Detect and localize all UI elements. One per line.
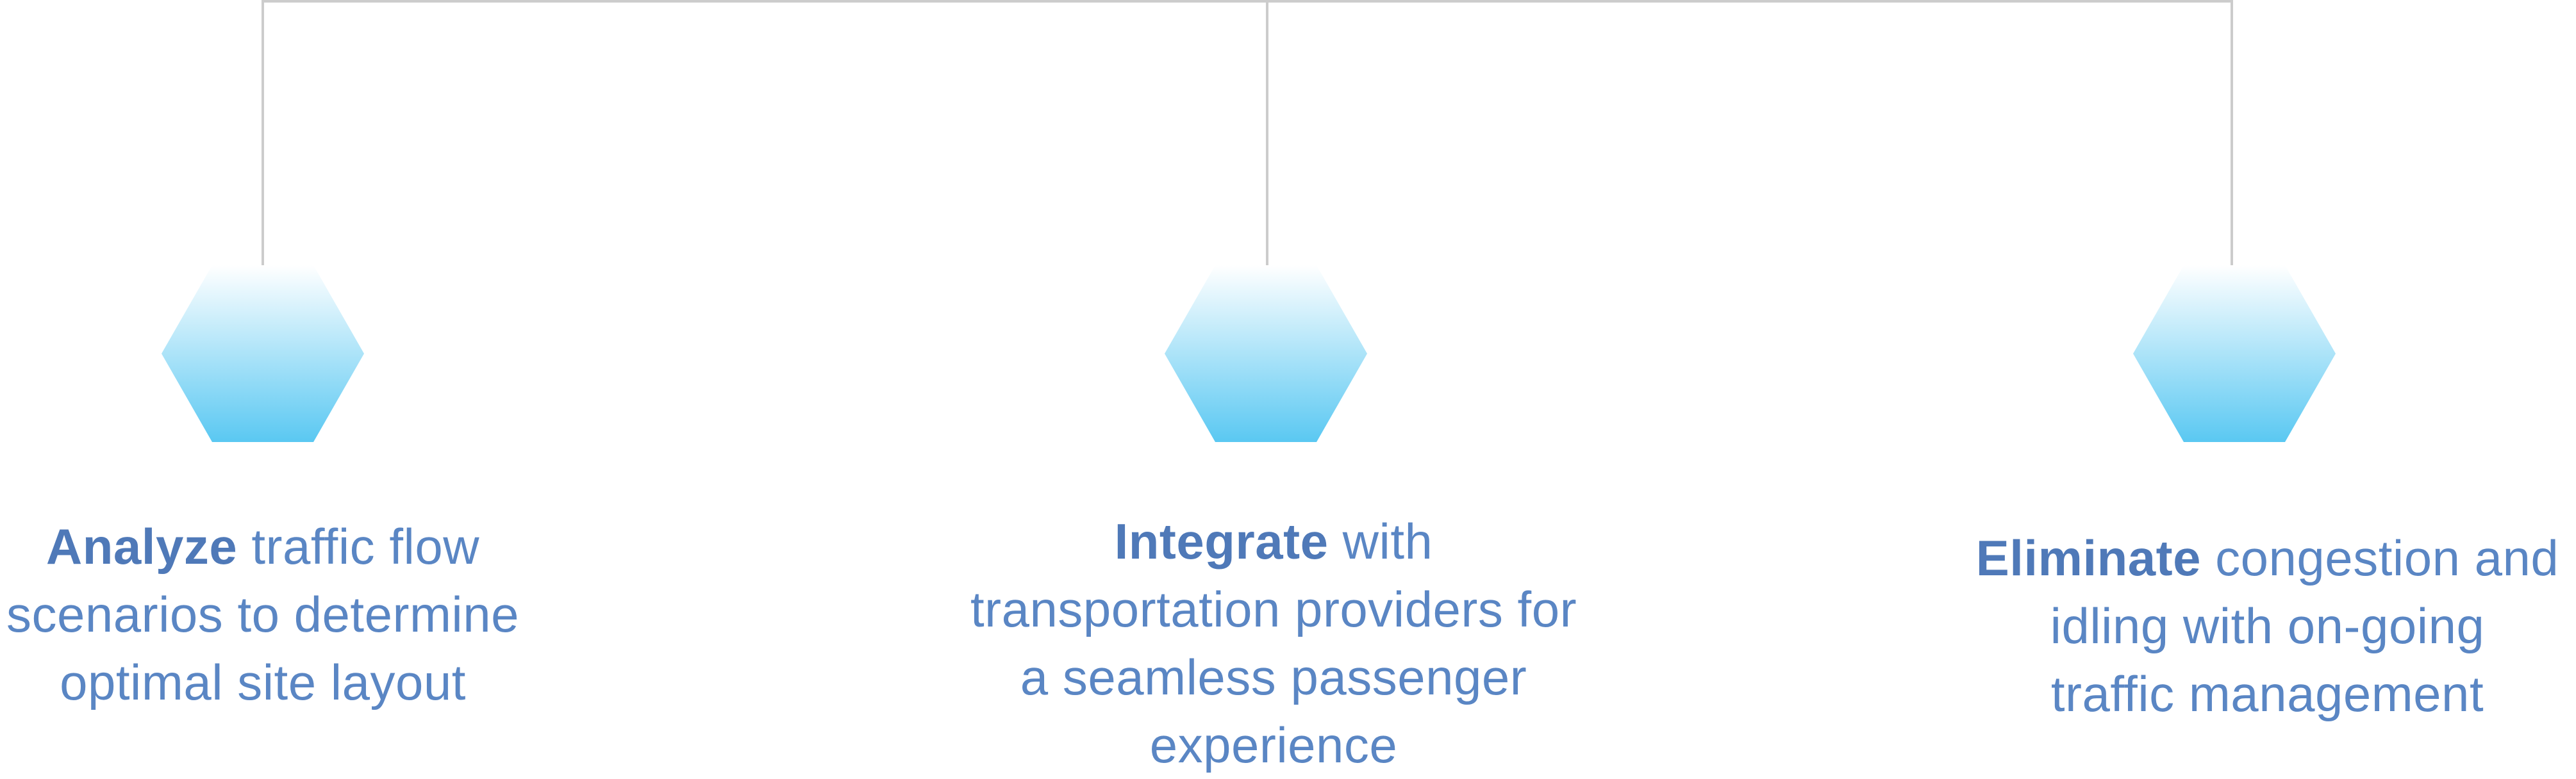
caption-line: a seamless passenger bbox=[1020, 649, 1527, 705]
caption-line: idling with on-going bbox=[2050, 598, 2485, 654]
caption-lead-word: Integrate bbox=[1114, 513, 1329, 570]
caption-line: transportation providers for bbox=[970, 581, 1577, 637]
caption-line: optimal site layout bbox=[60, 654, 466, 710]
caption-line: experience bbox=[1149, 717, 1398, 773]
caption-lead-word: Analyze bbox=[46, 518, 238, 575]
caption-line: traffic management bbox=[2050, 666, 2484, 722]
caption-lead-rest: traffic flow bbox=[237, 518, 480, 575]
caption-line: scenarios to determine bbox=[6, 586, 520, 643]
hexagon-icon bbox=[162, 265, 364, 442]
hexagon-icon bbox=[1165, 265, 1367, 442]
caption-lead-rest: congestion and bbox=[2201, 530, 2559, 586]
step-caption-integrate: Integrate with transportation providers … bbox=[937, 507, 1610, 779]
caption-first-line: Integrate with bbox=[937, 507, 1610, 575]
caption-first-line: Analyze traffic flow bbox=[0, 512, 526, 580]
caption-lead-rest: with bbox=[1328, 513, 1433, 570]
hexagon-icon bbox=[2133, 265, 2336, 442]
step-caption-eliminate: Eliminate congestion and idling with on-… bbox=[1961, 524, 2573, 728]
caption-first-line: Eliminate congestion and bbox=[1961, 524, 2573, 592]
step-caption-analyze: Analyze traffic flow scenarios to determ… bbox=[0, 512, 526, 716]
caption-lead-word: Eliminate bbox=[1975, 530, 2201, 586]
